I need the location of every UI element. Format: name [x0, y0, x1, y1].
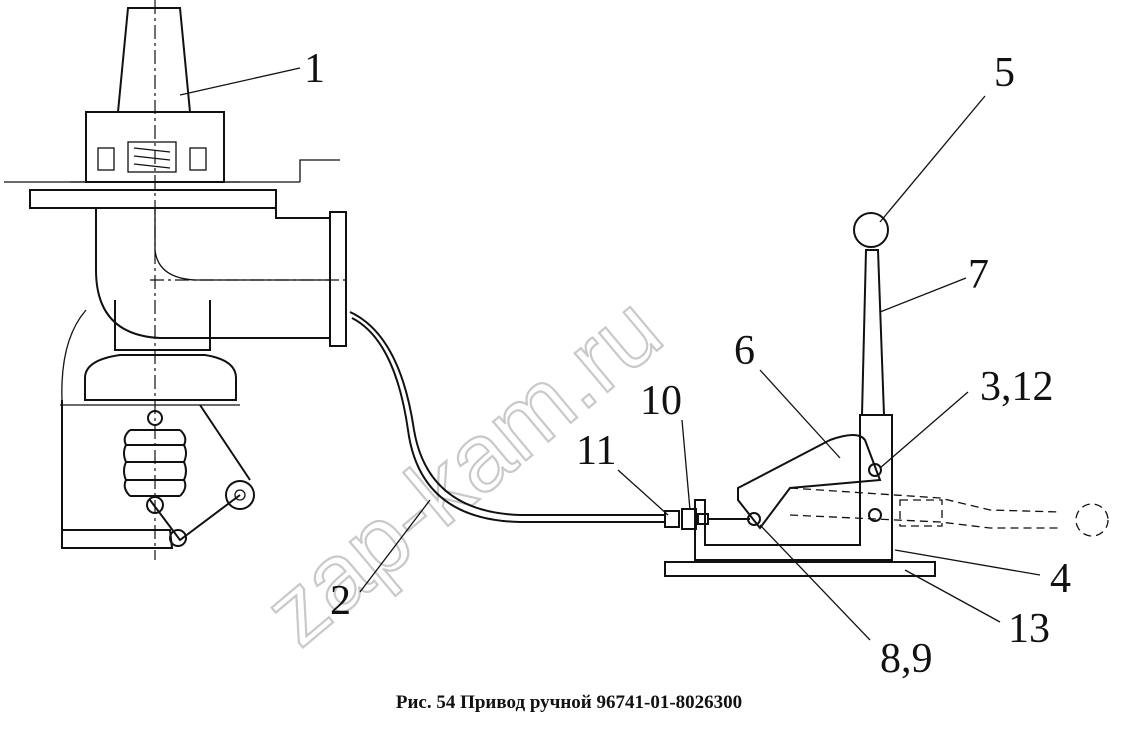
- callout-3-12: 3,12: [980, 364, 1054, 410]
- lever-bracket: [664, 212, 1109, 577]
- callout-1: 1: [304, 46, 325, 92]
- figure-caption: Рис. 54 Привод ручной 96741-01-8026300: [395, 692, 743, 713]
- callout-2: 2: [330, 578, 351, 624]
- callout-13: 13: [1008, 606, 1050, 652]
- leader-lines: [179, 67, 1041, 641]
- callout-10: 10: [640, 378, 682, 424]
- callout-7: 7: [968, 252, 989, 298]
- callout-11: 11: [576, 428, 616, 474]
- callout-6: 6: [734, 328, 755, 374]
- valve-assembly: [4, 0, 347, 560]
- callout-8-9: 8,9: [880, 636, 933, 682]
- callout-5: 5: [994, 50, 1015, 96]
- control-cable: [351, 317, 665, 523]
- cable-fittings: [664, 508, 761, 530]
- callout-4: 4: [1050, 556, 1071, 602]
